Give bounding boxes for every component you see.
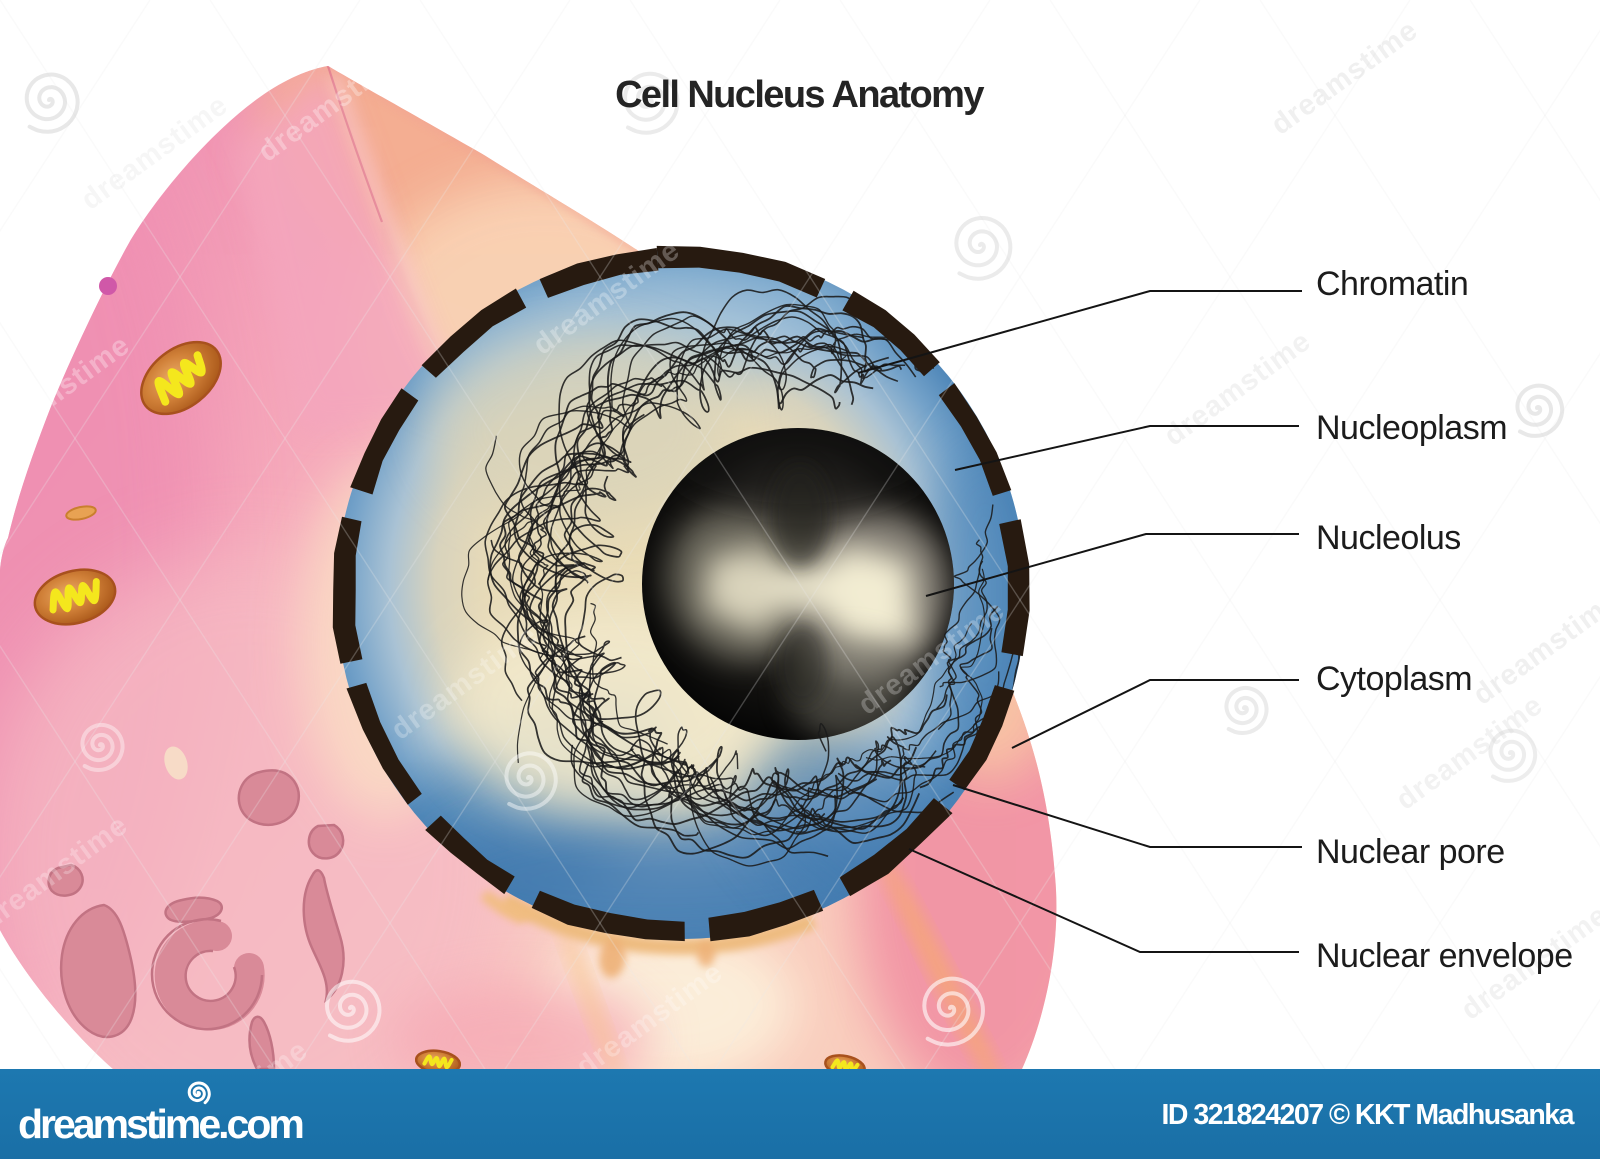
svg-text:Chromatin: Chromatin <box>1316 265 1468 303</box>
svg-text:Cytoplasm: Cytoplasm <box>1316 660 1472 698</box>
svg-text:Nucleoplasm: Nucleoplasm <box>1316 409 1507 447</box>
svg-text:dreamstime: dreamstime <box>1265 14 1424 141</box>
svg-text:dreamstime: dreamstime <box>1158 325 1317 452</box>
svg-text:dreamstime.com: dreamstime.com <box>18 1101 302 1147</box>
svg-text:Nuclear pore: Nuclear pore <box>1316 833 1505 871</box>
svg-text:dreamstime: dreamstime <box>1467 584 1600 711</box>
svg-text:ID 321824207 © KKT Madhusanka: ID 321824207 © KKT Madhusanka <box>1161 1099 1575 1131</box>
svg-text:Nucleolus: Nucleolus <box>1316 519 1461 557</box>
svg-text:Nuclear envelope: Nuclear envelope <box>1316 937 1573 975</box>
svg-text:Cell Nucleus Anatomy: Cell Nucleus Anatomy <box>615 74 984 116</box>
